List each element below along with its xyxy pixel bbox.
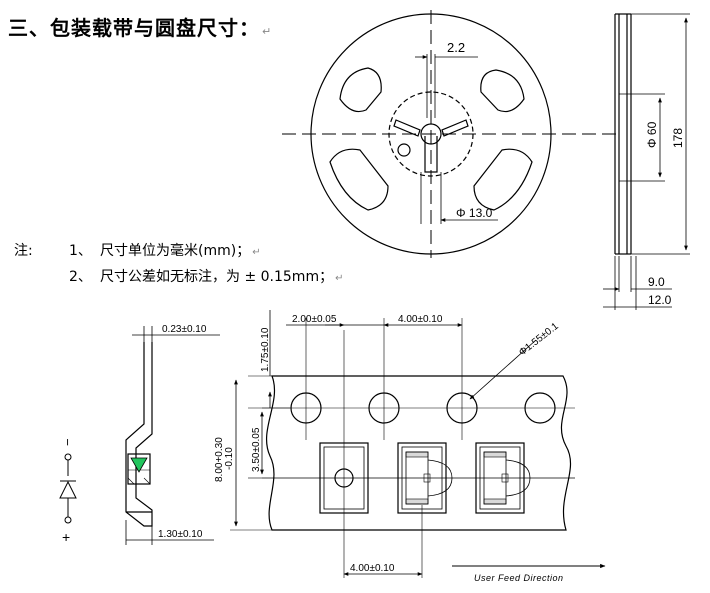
dim-width-inner-label: 9.0 — [648, 275, 665, 289]
pocket-3-pad-top — [483, 451, 507, 458]
reel-front-view — [282, 10, 618, 258]
tape-profile — [125, 342, 153, 527]
section-heading-text: 三、包装载带与圆盘尺寸： — [8, 16, 260, 40]
section-heading: 三、包装载带与圆盘尺寸：↵ — [8, 12, 272, 41]
pocket-2-pad-top — [405, 451, 429, 458]
reel-hub-slot-right — [441, 119, 469, 137]
dim-hub-label: Φ 13.0 — [456, 206, 493, 220]
dim-inner-label: Φ 60 — [645, 121, 659, 148]
dim-edge-offset-label: 1.75±0.10 — [260, 327, 271, 372]
note-item-2-text: 尺寸公差如无标注，为 ± 0.15mm； — [100, 269, 334, 285]
dim-pitch-holes-label: 2.00±0.05 — [292, 314, 337, 325]
polarity-minus-label: − — [60, 438, 75, 446]
return-mark-icon: ↵ — [335, 273, 344, 284]
dim-slot-label: 2.2 — [447, 40, 465, 55]
led-hatch-2 — [143, 477, 151, 485]
dim-width-tol-label: -0.10 — [224, 447, 235, 470]
note-item-1: 尺寸单位为毫米(mm)；↵ — [100, 240, 261, 260]
led-hatch-1 — [127, 477, 135, 485]
dim-hole-leader — [469, 339, 537, 400]
reel-key-slot — [424, 136, 438, 173]
dim-depth-label: 1.30±0.10 — [158, 529, 203, 540]
note-item-1-text: 尺寸单位为毫米(mm)； — [100, 243, 251, 259]
note-item-1-num: 1、 — [69, 243, 92, 259]
return-mark-icon: ↵ — [262, 25, 273, 38]
reel-window-top-right — [480, 69, 525, 113]
dim-pocket-pitch-label: 4.00±0.10 — [350, 563, 395, 574]
dim-hole-dia-label: Φ1.55±0.1 — [517, 321, 561, 359]
led-body — [127, 453, 151, 485]
led-marker-icon — [130, 457, 148, 473]
dim-width-outer-label: 12.0 — [648, 293, 672, 307]
dim-thickness-label: 0.23±0.10 — [162, 324, 207, 335]
reel-hub-slot-left — [393, 119, 421, 137]
polarity-symbol — [59, 453, 77, 524]
notes-label: 注: — [14, 243, 33, 259]
reel-window-top-left — [339, 67, 382, 113]
dim-width-label: 8.00+0.30 — [214, 437, 225, 482]
reel-side-view — [603, 13, 690, 310]
tape-outline — [265, 375, 572, 531]
reel-hub-center — [420, 123, 442, 145]
feed-direction-label: User Feed Direction — [474, 573, 564, 583]
reel-window-bottom-left — [329, 148, 389, 211]
return-mark-icon: ↵ — [252, 247, 261, 258]
polarity-terminal-bottom — [64, 516, 72, 524]
dim-centerline-label: 3.50±0.05 — [251, 427, 262, 472]
diode-icon — [59, 480, 77, 499]
note-item-2: 尺寸公差如无标注，为 ± 0.15mm；↵ — [100, 266, 343, 286]
dim-sprocket-pitch-label: 4.00±0.10 — [398, 314, 443, 325]
pocket-3-pad-bottom — [483, 498, 507, 505]
tape-cross-section — [125, 326, 220, 545]
reel-hub-ring — [388, 91, 474, 177]
polarity-plus-label: + — [62, 529, 70, 545]
polarity-terminal-top — [64, 453, 72, 461]
pocket-2-pad-bottom — [405, 498, 429, 505]
tape-top-view — [230, 310, 606, 578]
note-item-2-num: 2、 — [69, 269, 92, 285]
dim-outer-label: 178 — [671, 128, 685, 148]
reel-window-bottom-right — [473, 148, 533, 211]
reel-small-hole — [397, 143, 411, 157]
